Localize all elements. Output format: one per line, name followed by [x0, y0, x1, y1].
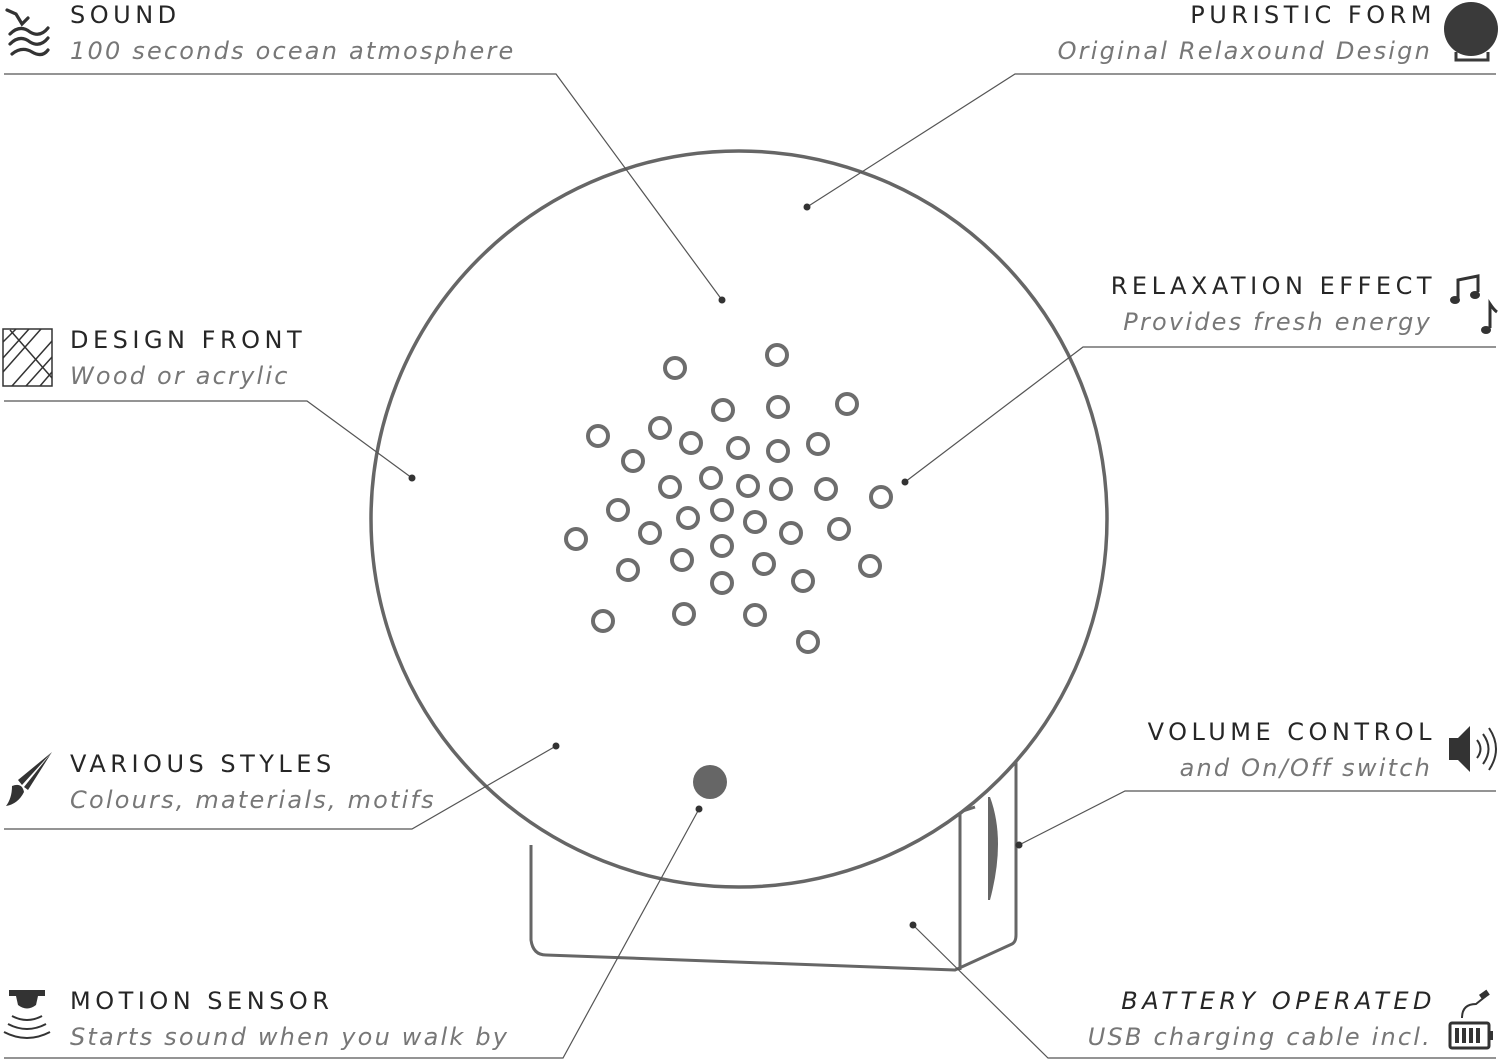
speaker-hole — [769, 477, 793, 501]
speaker-holes — [564, 343, 893, 654]
speaker-hole — [766, 395, 790, 419]
battery-cable-icon — [1448, 989, 1493, 1050]
speaker-hole — [814, 477, 838, 501]
speaker-hole — [679, 431, 703, 455]
callout-volume-control-subtitle: and On/Off switch — [1179, 754, 1432, 782]
wave-bird-icon — [5, 8, 50, 57]
callout-various-styles-title: VARIOUS STYLES — [70, 750, 336, 778]
speaker-hole — [726, 436, 750, 460]
speaker-hole — [743, 510, 767, 534]
speaker-hole — [791, 569, 815, 593]
speaker-hole — [743, 603, 767, 627]
speaker-hole — [621, 449, 645, 473]
callout-puristic-form-title: PURISTIC FORM — [1190, 1, 1436, 29]
callout-relaxation-effect-subtitle: Provides fresh energy — [1123, 308, 1432, 336]
speaker-hole — [858, 554, 882, 578]
speaker-hole — [736, 474, 760, 498]
speaker-hole — [710, 498, 734, 522]
callout-sound-subtitle: 100 seconds ocean atmosphere — [70, 37, 516, 65]
speaker-hole — [672, 602, 696, 626]
speaker-hole — [648, 416, 672, 440]
callout-design-front-subtitle: Wood or acrylic — [70, 362, 290, 390]
front-disc — [369, 149, 1109, 889]
callout-battery-operated-title: BATTERY OPERATED — [1121, 987, 1436, 1015]
speaker-hole — [591, 609, 615, 633]
speaker-hole — [752, 552, 776, 576]
speaker-hole — [835, 392, 859, 416]
speaker-hole — [606, 498, 630, 522]
speaker-hole — [711, 398, 735, 422]
callout-motion-sensor-subtitle: Starts sound when you walk by — [70, 1023, 510, 1051]
speaker-hole — [663, 356, 687, 380]
callout-relaxation-effect: RELAXATION EFFECT Provides fresh energy — [1111, 271, 1432, 337]
leader-endpoints — [408, 203, 1023, 929]
speaker-hole — [806, 432, 830, 456]
callout-various-styles: VARIOUS STYLES Colours, materials, motif… — [70, 749, 436, 815]
callout-sound: SOUND 100 seconds ocean atmosphere — [70, 0, 515, 66]
disc-icon — [1444, 2, 1498, 62]
callout-puristic-form-subtitle: Original Relaxound Design — [1057, 37, 1432, 65]
volume-dial[interactable] — [988, 797, 998, 900]
callout-motion-sensor: MOTION SENSOR Starts sound when you walk… — [70, 986, 509, 1052]
motion-sensor-icon — [3, 990, 51, 1039]
speaker-hole — [699, 466, 723, 490]
speaker-hole — [586, 424, 610, 448]
speaker-hole — [658, 475, 682, 499]
callout-design-front: DESIGN FRONT Wood or acrylic — [70, 325, 306, 391]
hatched-panel-icon — [2, 328, 53, 387]
speaker-hole — [779, 521, 803, 545]
speaker-hole — [869, 485, 893, 509]
paintbrush-icon — [6, 752, 52, 806]
speaker-hole — [765, 343, 789, 367]
callout-relaxation-effect-title: RELAXATION EFFECT — [1110, 272, 1436, 300]
speaker-hole — [710, 534, 734, 558]
leader-lines — [4, 73, 1496, 1059]
speaker-hole — [564, 527, 588, 551]
speaker-hole — [827, 517, 851, 541]
speaker-hole — [670, 548, 694, 572]
callout-motion-sensor-title: MOTION SENSOR — [70, 987, 334, 1015]
speaker-hole — [676, 506, 700, 530]
callout-various-styles-subtitle: Colours, materials, motifs — [70, 786, 436, 814]
callout-design-front-title: DESIGN FRONT — [70, 326, 307, 354]
callout-volume-control: VOLUME CONTROL and On/Off switch — [1148, 717, 1432, 783]
music-notes-icon — [1450, 274, 1498, 334]
speaker-hole — [796, 630, 820, 654]
callout-puristic-form: PURISTIC FORM Original Relaxound Design — [1058, 0, 1432, 66]
speaker-hole — [766, 439, 790, 463]
callout-battery-operated: BATTERY OPERATED USB charging cable incl… — [1088, 986, 1432, 1052]
speaker-hole — [710, 571, 734, 595]
speaker-hole — [616, 558, 640, 582]
motion-sensor-eye — [693, 765, 727, 799]
callout-sound-title: SOUND — [70, 1, 181, 29]
callout-battery-operated-subtitle: USB charging cable incl. — [1087, 1023, 1432, 1051]
callout-volume-control-title: VOLUME CONTROL — [1147, 718, 1436, 746]
speaker-icon — [1449, 726, 1497, 772]
speaker-hole — [638, 521, 662, 545]
